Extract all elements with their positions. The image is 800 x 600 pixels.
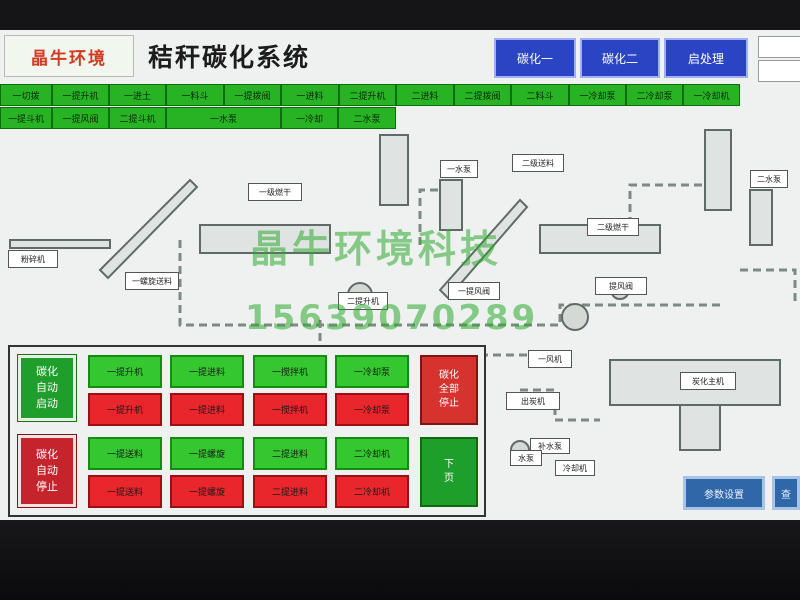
- inclined-conveyor-2: [438, 198, 529, 300]
- fan-2-wheel: [561, 303, 589, 331]
- label-carbonizer: 炭化主机: [680, 372, 736, 390]
- start-btn-8[interactable]: 二冷却机: [335, 437, 409, 470]
- cyclone-2: [704, 129, 732, 211]
- stop-btn-8[interactable]: 二冷却机: [335, 475, 409, 508]
- status-box-2: [758, 60, 800, 82]
- query-button[interactable]: 查: [772, 476, 800, 510]
- label-level2-feed: 二级送料: [512, 154, 564, 172]
- top-btn-13[interactable]: 一冷却机: [683, 84, 740, 106]
- label-dryer-1: 一级燃干: [248, 183, 302, 201]
- cyclone-1: [379, 134, 409, 206]
- top-btn-4[interactable]: 一料斗: [166, 84, 224, 106]
- top-btn-17[interactable]: 一水泵: [166, 107, 281, 129]
- next-page-button[interactable]: 下 页: [420, 437, 478, 507]
- top-btn-11[interactable]: 一冷却泵: [569, 84, 626, 106]
- stop-btn-2[interactable]: 一提进料: [170, 393, 244, 426]
- nav-carbonize-two[interactable]: 碳化二: [580, 38, 660, 78]
- stop-btn-3[interactable]: 一搅拌机: [253, 393, 327, 426]
- top-button-row-1: 一切拨 一提升机 一进土 一料斗 一提拨阀 一进料 二提升机 二进料 二提拨阀 …: [0, 84, 740, 106]
- inclined-conveyor-1: [98, 178, 199, 280]
- top-btn-3[interactable]: 一进土: [109, 84, 166, 106]
- label-discharger: 出炭机: [506, 392, 560, 410]
- top-btn-7[interactable]: 二提升机: [339, 84, 396, 106]
- hmi-screen: 晶牛环境 秸秆碳化系统 碳化一 碳化二 启处理 一切拨 一提升机 一进土 一料斗…: [0, 30, 800, 520]
- pump-2: [749, 189, 773, 246]
- top-btn-14[interactable]: 一提斗机: [0, 107, 52, 129]
- logo-text: 晶牛环境: [31, 48, 107, 69]
- label-air-valve-1: 一提风阀: [448, 282, 500, 300]
- dryer-1: [199, 224, 331, 254]
- top-btn-15[interactable]: 一提风阀: [52, 107, 109, 129]
- stop-btn-4[interactable]: 一冷却泵: [335, 393, 409, 426]
- top-btn-8[interactable]: 二进料: [396, 84, 454, 106]
- nav-carbonize-one[interactable]: 碳化一: [494, 38, 576, 78]
- label-pump-1: 一水泵: [440, 160, 478, 178]
- top-btn-5[interactable]: 一提拨阀: [224, 84, 281, 106]
- top-btn-2[interactable]: 一提升机: [52, 84, 109, 106]
- start-btn-4[interactable]: 一冷却泵: [335, 355, 409, 388]
- inlet-conveyor: [9, 239, 111, 249]
- stop-btn-7[interactable]: 二提进料: [253, 475, 327, 508]
- pump-1: [439, 179, 463, 231]
- label-fan: 一风机: [528, 350, 572, 368]
- top-btn-6[interactable]: 一进料: [281, 84, 339, 106]
- stop-btn-5[interactable]: 一提送料: [88, 475, 162, 508]
- company-logo: 晶牛环境: [4, 35, 134, 77]
- label-crusher: 粉碎机: [8, 250, 58, 268]
- start-btn-7[interactable]: 二提进料: [253, 437, 327, 470]
- all-stop-button[interactable]: 碳化 全部 停止: [420, 355, 478, 425]
- top-btn-10[interactable]: 二料斗: [511, 84, 569, 106]
- status-box-1: [758, 36, 800, 58]
- top-btn-18[interactable]: 一冷却: [281, 107, 338, 129]
- control-panel: 碳化 自动 启动 碳化 自动 停止 一提升机 一提进料 一搅拌机 一冷却泵 一提…: [8, 345, 486, 517]
- start-btn-2[interactable]: 一提进料: [170, 355, 244, 388]
- nav-processing[interactable]: 启处理: [664, 38, 748, 78]
- settings-button[interactable]: 参数设置: [683, 476, 765, 510]
- label-water-pump: 水泵: [510, 450, 542, 466]
- start-btn-3[interactable]: 一搅拌机: [253, 355, 327, 388]
- auto-start-button[interactable]: 碳化 自动 启动: [17, 354, 77, 422]
- stop-btn-6[interactable]: 一提螺旋: [170, 475, 244, 508]
- top-btn-12[interactable]: 二冷却泵: [626, 84, 683, 106]
- label-screw-feeder: 一螺旋送料: [125, 272, 179, 290]
- label-pump-2: 二水泵: [750, 170, 788, 188]
- top-btn-9[interactable]: 二提拨阀: [454, 84, 511, 106]
- top-btn-19[interactable]: 二水泵: [338, 107, 396, 129]
- label-lift-2: 二提升机: [338, 292, 388, 310]
- page-title: 秸秆碳化系统: [148, 43, 311, 72]
- top-btn-16[interactable]: 二提斗机: [109, 107, 166, 129]
- label-air-valve: 提风阀: [595, 277, 647, 295]
- label-cooler: 冷却机: [555, 460, 595, 476]
- start-btn-1[interactable]: 一提升机: [88, 355, 162, 388]
- start-btn-5[interactable]: 一提送料: [88, 437, 162, 470]
- discharge-unit: [679, 404, 721, 451]
- monitor-bezel-top: [0, 0, 800, 30]
- label-dryer-2: 二级燃干: [587, 218, 639, 236]
- monitor-bezel-bottom: [0, 520, 800, 600]
- top-btn-1[interactable]: 一切拨: [0, 84, 52, 106]
- start-btn-6[interactable]: 一提螺旋: [170, 437, 244, 470]
- stop-btn-1[interactable]: 一提升机: [88, 393, 162, 426]
- auto-stop-button[interactable]: 碳化 自动 停止: [17, 434, 77, 508]
- top-button-row-2: 一提斗机 一提风阀 二提斗机 一水泵 一冷却 二水泵: [0, 107, 396, 129]
